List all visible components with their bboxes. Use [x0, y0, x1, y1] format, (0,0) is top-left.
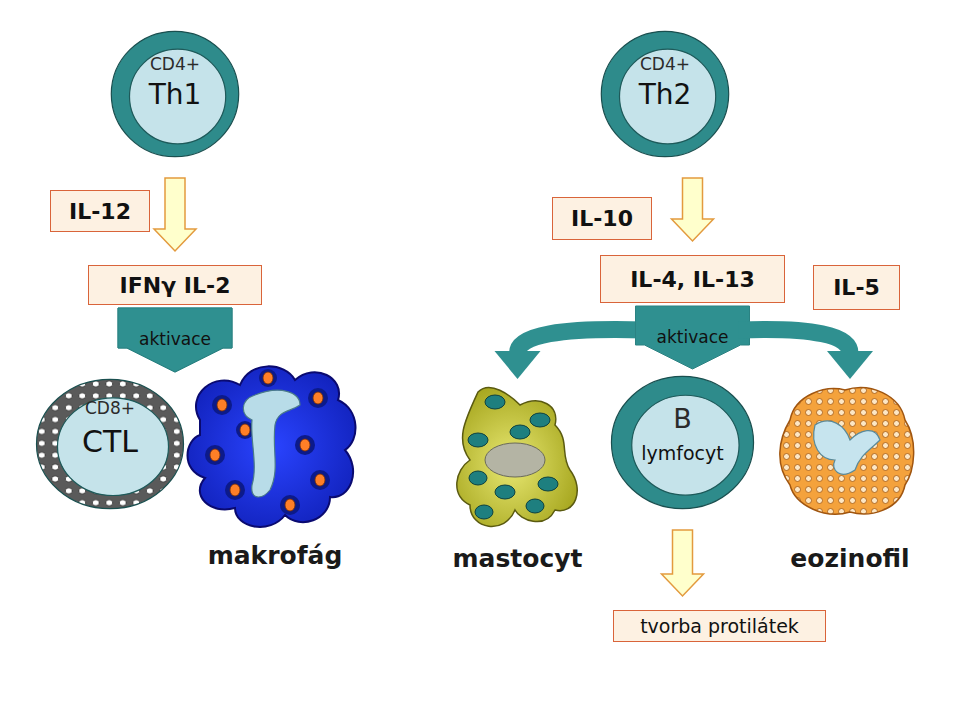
- eosinophil-cell: eozinofil: [770, 385, 930, 573]
- node-label: eozinofil: [790, 544, 909, 573]
- node-label: IL-5: [833, 275, 880, 300]
- activation-arrow: [636, 306, 750, 369]
- b-lymphocyte-cell: Blymfocyt: [610, 375, 755, 510]
- activation-arrow: [118, 308, 232, 372]
- cytokine-box: IL-10: [552, 197, 652, 240]
- node-label: IL-10: [571, 206, 633, 231]
- activation-curve-arrow: [739, 329, 874, 379]
- eosinophil-drawing: [780, 388, 914, 515]
- node-label: IL-4, IL-13: [630, 267, 755, 292]
- node-label: lymfocyt: [641, 442, 724, 464]
- cytokine-box: IL-5: [813, 265, 900, 310]
- node-label: Th1: [149, 78, 202, 111]
- cell-marker: CD8+: [85, 398, 135, 418]
- mast-cell: mastocyt: [440, 385, 595, 573]
- cytokine-box: IL-12: [50, 190, 150, 232]
- activation-curve-arrow: [495, 329, 647, 379]
- node-label: IL-12: [69, 199, 131, 224]
- cell-marker: CD4+: [150, 54, 200, 74]
- node-label: Th2: [639, 78, 692, 111]
- hollow-arrow: [662, 530, 704, 596]
- hollow-arrow: [672, 178, 714, 241]
- node-label: IFNγ IL-2: [120, 273, 231, 298]
- th1-cell: CD4+ Th1: [110, 30, 240, 158]
- activation-arrow: [118, 308, 232, 372]
- cell-marker: CD4+: [640, 54, 690, 74]
- th2-cell: CD4+ Th2: [600, 30, 730, 158]
- edge-label: aktivace: [139, 329, 211, 349]
- edge-label: aktivace: [657, 327, 729, 347]
- macrophage-cell: makrofág: [190, 378, 360, 570]
- node-label: tvorba protilátek: [640, 615, 799, 637]
- node-label: CTL: [82, 424, 138, 459]
- cytokine-box: IL-4, IL-13: [600, 255, 785, 303]
- outcome-box: tvorba protilátek: [613, 610, 826, 642]
- mast-cell-drawing: [457, 388, 577, 527]
- hollow-arrow: [154, 178, 196, 251]
- ctl-cell: CD8+ CTL: [35, 378, 185, 510]
- cell-marker: B: [673, 403, 692, 434]
- node-label: mastocyt: [453, 544, 583, 573]
- macrophage-drawing: [188, 366, 356, 527]
- cytokine-box: IFNγ IL-2: [88, 265, 262, 305]
- node-label: makrofág: [208, 541, 343, 570]
